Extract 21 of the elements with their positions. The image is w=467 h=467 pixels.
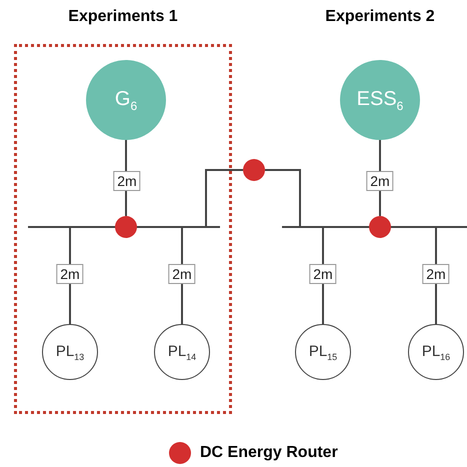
edge-label: 2m	[113, 171, 141, 191]
edge-label: 2m	[422, 264, 450, 284]
connector-line	[391, 226, 437, 324]
node-label: PL$_{13}$	[56, 342, 84, 362]
node-label: G$_{6}$	[114, 88, 138, 112]
edge-label: 2m	[309, 264, 337, 284]
heading-text: Experiments 2	[324, 8, 436, 26]
connector-line	[137, 169, 243, 228]
node-label: PL$_{15}$	[308, 342, 338, 362]
node-label: PL$_{14}$	[168, 342, 196, 362]
group-heading: Experiments 1	[67, 8, 179, 26]
router-dot	[369, 216, 391, 238]
router-dot	[243, 159, 265, 181]
legend-text: DC Energy Router	[200, 444, 338, 462]
node-label: PL$_{16}$	[422, 342, 450, 362]
edge-label: 2m	[56, 264, 84, 284]
connector-line	[69, 226, 115, 324]
node-label: ESS$_{6}$	[356, 88, 404, 112]
edge-label: 2m	[168, 264, 196, 284]
edge-label: 2m	[366, 171, 394, 191]
router-dot	[115, 216, 137, 238]
